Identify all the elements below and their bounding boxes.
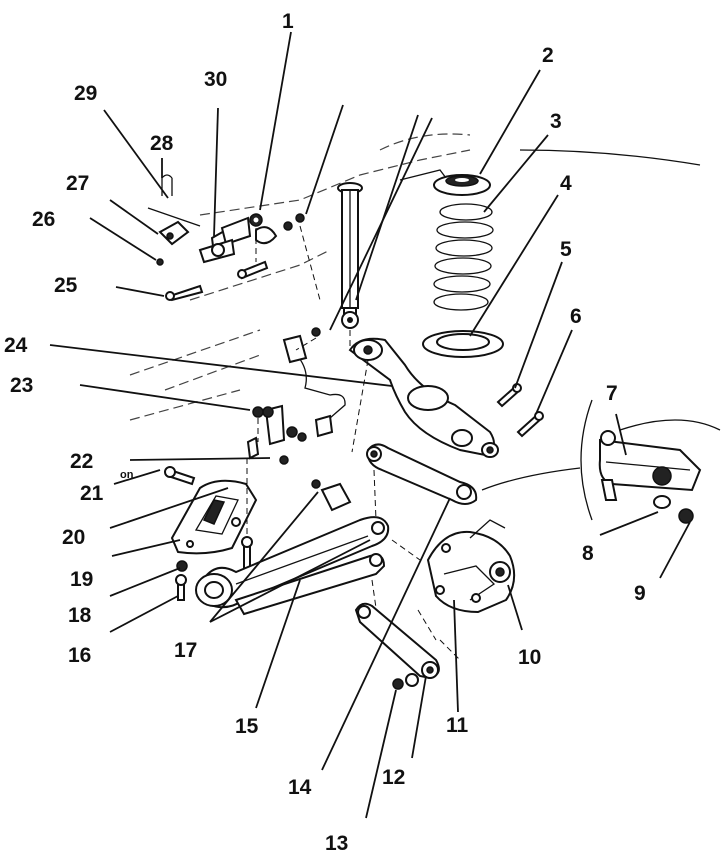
callout-15: 15 <box>235 715 259 738</box>
callout-5: 5 <box>560 238 572 261</box>
callout-23: 23 <box>10 374 33 397</box>
bracket-17 <box>311 479 352 512</box>
part-1-nut <box>249 213 263 227</box>
spring-lower-seat <box>422 330 504 358</box>
callout-19: 19 <box>70 568 93 591</box>
callout-14: 14 <box>288 776 312 799</box>
callout-13: 13 <box>325 832 348 855</box>
callout-20: 20 <box>62 526 85 549</box>
callout-28: 28 <box>150 132 174 155</box>
bolts-5-6 <box>496 383 544 438</box>
lower-control-arm <box>348 337 499 458</box>
trailing-arm-bracket <box>170 479 258 555</box>
bolt-21 <box>164 466 196 486</box>
body-frame-outline <box>129 133 701 421</box>
callout-16: 16 <box>68 644 91 667</box>
spring-upper-seat <box>433 174 491 196</box>
callout-1: 1 <box>282 10 294 33</box>
callout-26: 26 <box>32 208 55 231</box>
callout-6: 6 <box>570 305 582 328</box>
coil-spring <box>433 203 494 311</box>
callout-27: 27 <box>66 172 89 195</box>
callout-18: 18 <box>68 604 92 627</box>
callout-8: 8 <box>582 542 594 565</box>
on-annotation: on <box>120 469 134 481</box>
callout-24: 24 <box>4 334 28 357</box>
callout-3: 3 <box>550 110 562 133</box>
inset-detail <box>580 399 721 524</box>
callout-22: 22 <box>70 450 93 473</box>
callout-10: 10 <box>518 646 541 669</box>
trailing-arm <box>195 516 390 616</box>
callout-29: 29 <box>74 82 97 105</box>
stabilizer-upper-bracket <box>147 174 305 302</box>
callout-17: 17 <box>174 639 197 662</box>
bolts-16-18 <box>175 536 253 601</box>
stabilizer-bar <box>246 327 346 465</box>
lower-link <box>354 602 440 690</box>
callout-21: 21 <box>80 482 104 505</box>
upper-link-arm <box>366 443 581 505</box>
callout-2: 2 <box>542 44 554 67</box>
callout-labels: 1 2 3 4 5 6 7 8 9 10 11 12 13 14 15 16 1… <box>4 10 646 855</box>
knuckle-hub <box>426 519 516 614</box>
callout-25: 25 <box>54 274 78 297</box>
callout-11: 11 <box>446 714 469 737</box>
callout-7: 7 <box>606 382 618 405</box>
callout-30: 30 <box>204 68 227 91</box>
callout-12: 12 <box>382 766 405 789</box>
leader-lines <box>49 31 691 819</box>
callout-4: 4 <box>560 172 572 195</box>
callout-9: 9 <box>634 582 646 605</box>
